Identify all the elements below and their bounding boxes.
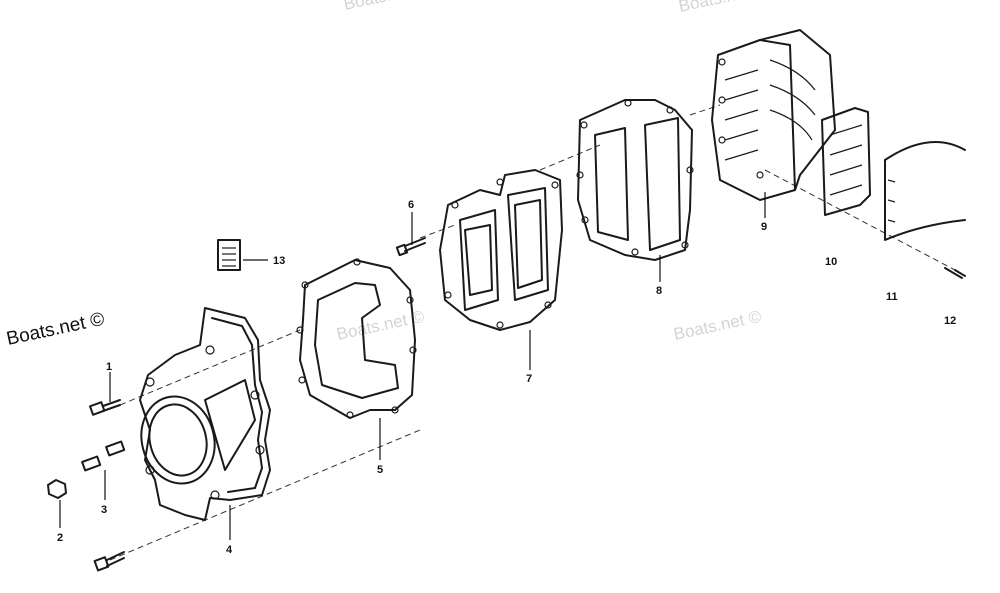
- part-reed-petals-10: [821, 107, 871, 216]
- callout-2: 2: [57, 532, 63, 544]
- callout-labels: 1 2 3 4 5 6 7 8 9 10 11 12 13: [57, 199, 956, 556]
- part-decal-13: [217, 239, 241, 271]
- callout-1: 1: [106, 361, 112, 373]
- part-gasket-8: [576, 99, 694, 261]
- alignment-lines: [109, 104, 956, 561]
- part-bolt-1: [88, 399, 121, 416]
- callout-8: 8: [656, 285, 662, 297]
- watermark-faint: Boats.net ©: [672, 307, 764, 344]
- callout-13: 13: [273, 255, 285, 267]
- part-screw-6: [395, 237, 426, 257]
- part-intake-cover-4: [139, 307, 271, 521]
- watermark-main: Boats.net ©: [5, 309, 107, 350]
- watermark-faint: Boats.net ©: [342, 0, 434, 14]
- part-bolt-lower: [93, 551, 125, 572]
- part-nut-2: [47, 479, 67, 499]
- callout-11: 11: [886, 291, 898, 303]
- callout-4: 4: [226, 544, 233, 556]
- callout-5: 5: [377, 464, 383, 476]
- part-reed-plate-7: [439, 169, 563, 331]
- callout-6: 6: [408, 199, 414, 211]
- callout-3: 3: [101, 504, 107, 516]
- leader-lines: [59, 192, 766, 540]
- part-screw-12: [944, 267, 966, 279]
- callout-12: 12: [944, 315, 956, 327]
- part-reed-block-9: [711, 29, 836, 201]
- part-reed-stop-11: [884, 141, 966, 241]
- callout-7: 7: [526, 373, 532, 385]
- part-gasket-5: [296, 258, 417, 419]
- watermark-faint: Boats.net: [677, 0, 751, 16]
- callout-10: 10: [825, 256, 837, 268]
- callout-9: 9: [761, 221, 767, 233]
- part-studs-3: [81, 440, 126, 472]
